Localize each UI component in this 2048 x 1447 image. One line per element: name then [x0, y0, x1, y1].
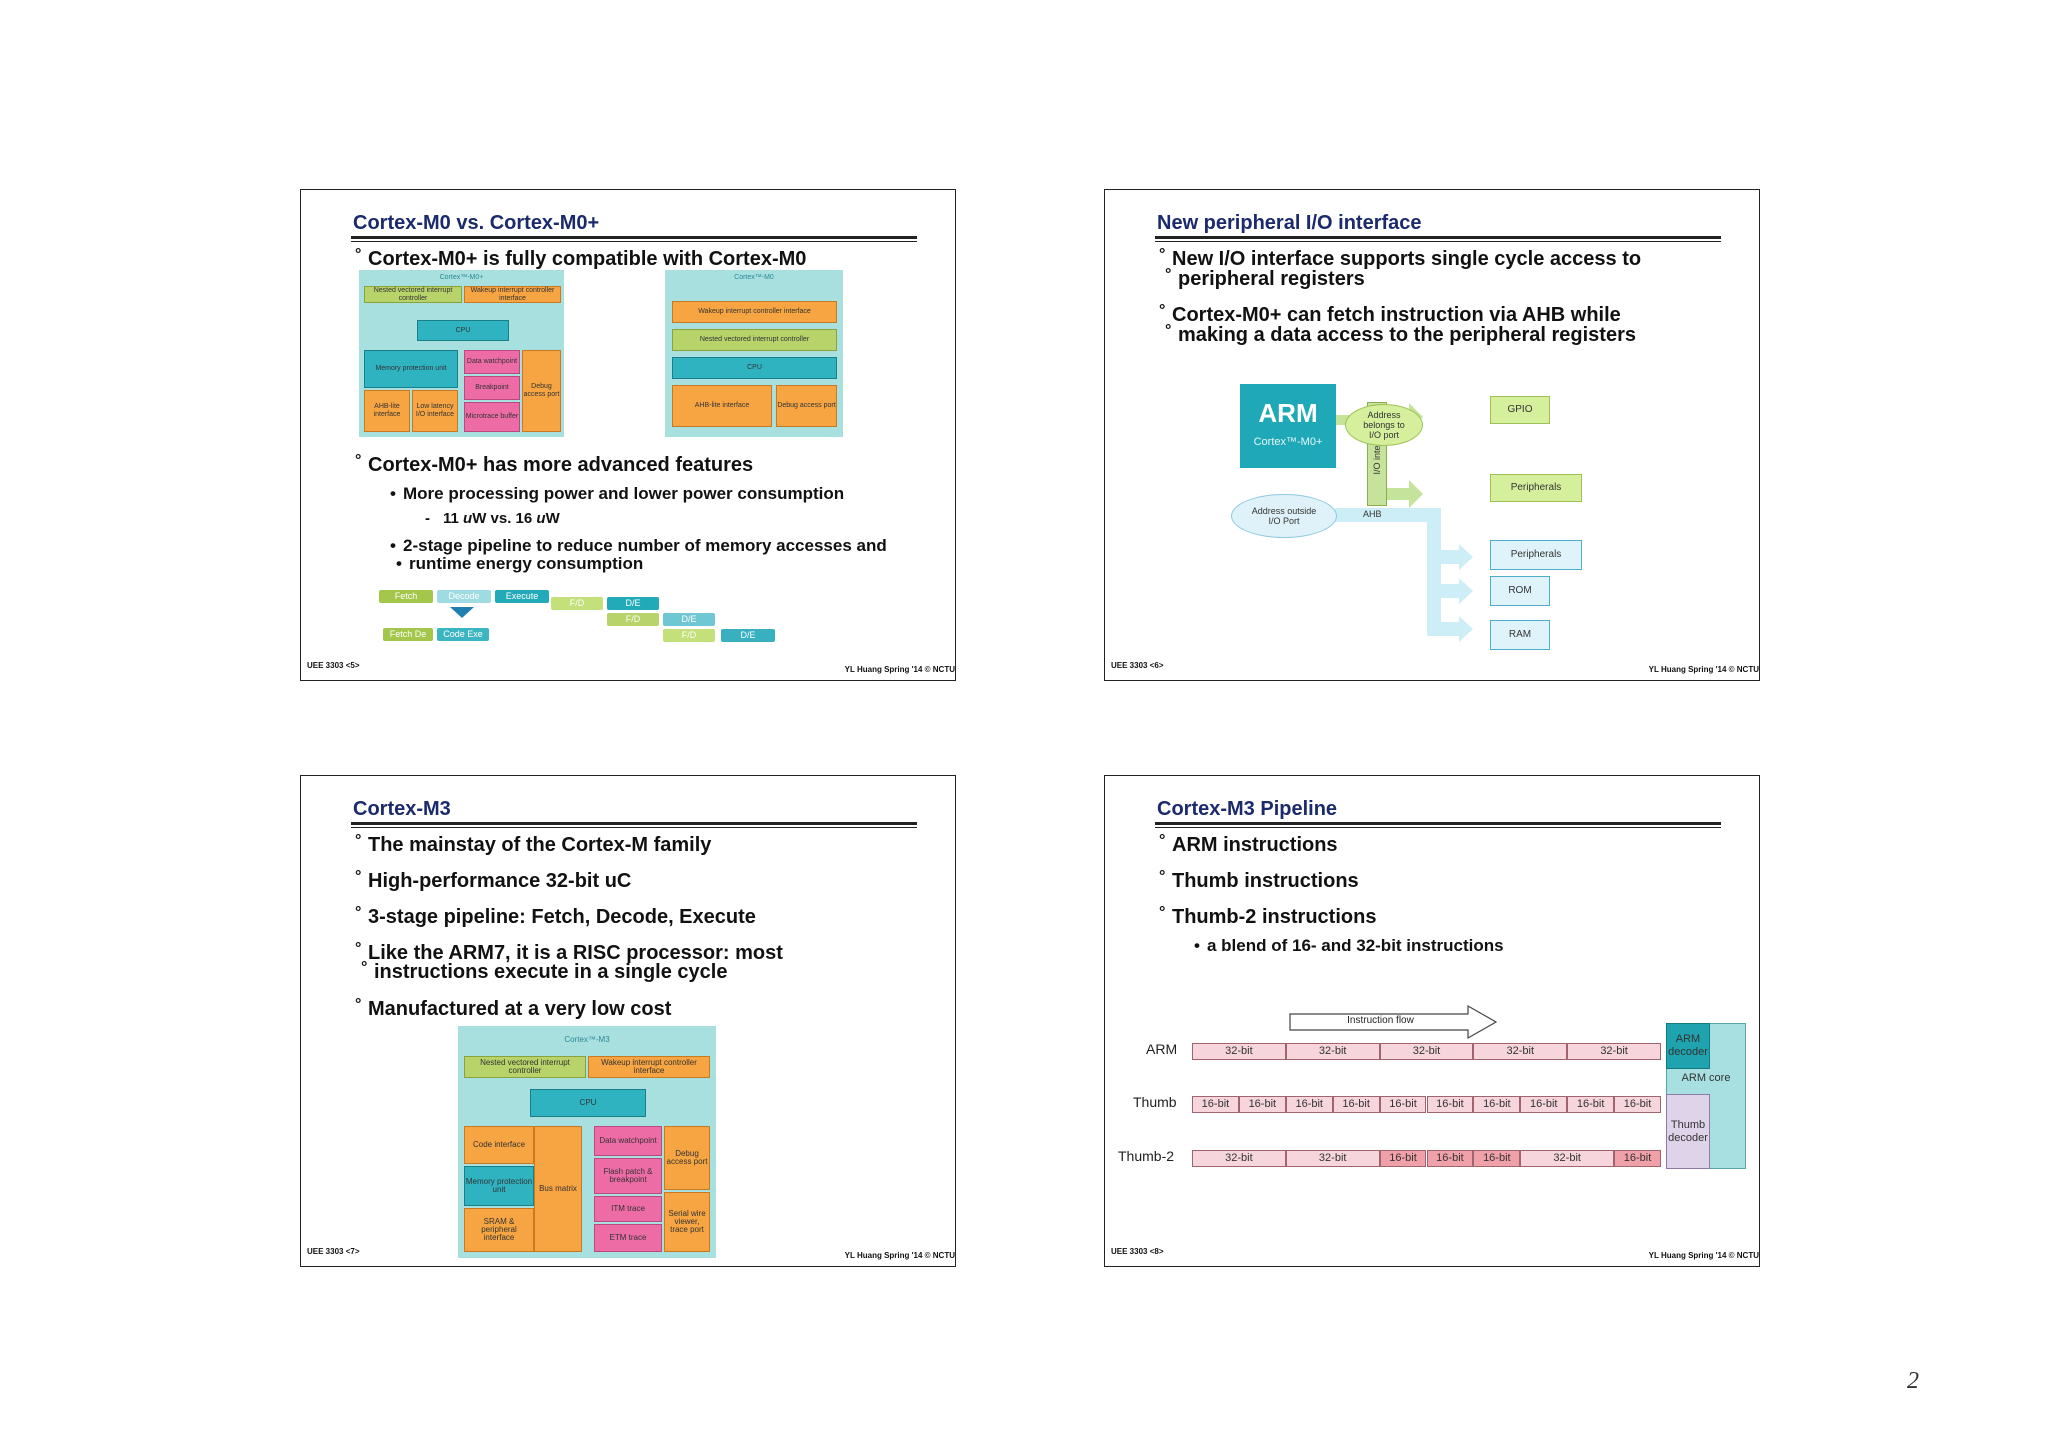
footer-left: UEE 3303 <5>	[307, 661, 360, 670]
bullet: New I/O interface supports single cycle …	[1159, 245, 1641, 269]
sub-bullet-cont: runtime energy consumption	[396, 555, 643, 574]
instruction-cell: 32-bit	[1192, 1043, 1286, 1060]
sub-sub-bullet: -11 uW vs. 16 uW	[425, 510, 560, 527]
bullet-cont: instructions execute in a single cycle	[361, 958, 727, 982]
instruction-cell: 16-bit	[1238, 1096, 1286, 1113]
bullet: Cortex-M0+ can fetch instruction via AHB…	[1159, 301, 1621, 325]
instruction-cell: 32-bit	[1567, 1043, 1661, 1060]
slide-title: Cortex-M3	[353, 798, 451, 820]
bullet: 3-stage pipeline: Fetch, Decode, Execute	[355, 903, 756, 927]
bullet-cont: making a data access to the peripheral r…	[1165, 321, 1636, 345]
slide-cortex-m0-vs-m0plus: Cortex-M0 vs. Cortex-M0+ Cortex-M0+ is f…	[300, 189, 956, 681]
bullet: Thumb instructions	[1159, 867, 1359, 891]
instruction-cell: 16-bit	[1567, 1096, 1615, 1113]
instruction-cell: 16-bit	[1473, 1150, 1521, 1167]
instruction-cell: 32-bit	[1520, 1150, 1615, 1167]
footer-left: UEE 3303 <7>	[307, 1247, 360, 1256]
footer-right: YL Huang Spring '14 © NCTU	[844, 665, 955, 674]
slide-title: New peripheral I/O interface	[1157, 212, 1422, 234]
instruction-cell: 16-bit	[1614, 1150, 1661, 1167]
instruction-cell: 16-bit	[1285, 1096, 1333, 1113]
instruction-cell: 16-bit	[1426, 1096, 1474, 1113]
slide-cortex-m3-pipeline: Cortex-M3 Pipeline ARM instructions Thum…	[1104, 775, 1760, 1267]
footer-right: YL Huang Spring '14 © NCTU	[1648, 665, 1759, 674]
footer-left: UEE 3303 <6>	[1111, 661, 1164, 670]
bullet: Like the ARM7, it is a RISC processor: m…	[355, 939, 783, 963]
sub-bullet: a blend of 16- and 32-bit instructions	[1194, 937, 1504, 956]
instruction-cell: 16-bit	[1473, 1096, 1521, 1113]
instruction-cell: 16-bit	[1192, 1096, 1239, 1113]
instruction-cell: 16-bit	[1520, 1096, 1568, 1113]
bullet: The mainstay of the Cortex-M family	[355, 831, 711, 855]
instruction-cell: 16-bit	[1379, 1150, 1427, 1167]
bullet-cont: peripheral registers	[1165, 265, 1365, 289]
instruction-cell: 16-bit	[1379, 1096, 1427, 1113]
instruction-cell: 16-bit	[1332, 1096, 1380, 1113]
page-number: 2	[1907, 1368, 1919, 1394]
footer-right: YL Huang Spring '14 © NCTU	[1648, 1251, 1759, 1260]
slide-cortex-m3: Cortex-M3 The mainstay of the Cortex-M f…	[300, 775, 956, 1267]
instruction-cell: 32-bit	[1192, 1150, 1286, 1167]
sub-bullet: More processing power and lower power co…	[390, 485, 844, 504]
down-arrow-icon	[450, 607, 474, 618]
instruction-cell: 32-bit	[1473, 1043, 1568, 1060]
arrow-right-icon	[1289, 1004, 1498, 1040]
instruction-cell: 16-bit	[1426, 1150, 1474, 1167]
footer-left: UEE 3303 <8>	[1111, 1247, 1164, 1256]
bullet: Cortex-M0+ has more advanced features	[355, 451, 753, 475]
bullet: ARM instructions	[1159, 831, 1338, 855]
instruction-cell: 16-bit	[1614, 1096, 1661, 1113]
footer-right: YL Huang Spring '14 © NCTU	[844, 1251, 955, 1260]
bullet: High-performance 32-bit uC	[355, 867, 631, 891]
instruction-cell: 32-bit	[1285, 1150, 1380, 1167]
slide-title: Cortex-M0 vs. Cortex-M0+	[353, 212, 600, 234]
instruction-cell: 32-bit	[1379, 1043, 1474, 1060]
bullet: Manufactured at a very low cost	[355, 995, 671, 1019]
sub-bullet: 2-stage pipeline to reduce number of mem…	[390, 537, 887, 556]
bullet: Thumb-2 instructions	[1159, 903, 1376, 927]
instruction-cell: 32-bit	[1285, 1043, 1380, 1060]
arm-cortex-m0plus-block	[1240, 384, 1336, 468]
bullet: Cortex-M0+ is fully compatible with Cort…	[355, 245, 806, 269]
slide-title: Cortex-M3 Pipeline	[1157, 798, 1338, 820]
slide-peripheral-io: New peripheral I/O interface New I/O int…	[1104, 189, 1760, 681]
